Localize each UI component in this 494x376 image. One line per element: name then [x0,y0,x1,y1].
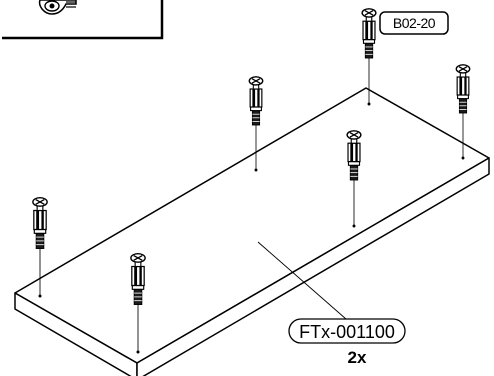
inset-fitting-icon [38,0,77,15]
hardware-code-label: B02-20 [393,15,436,31]
shelf-panel-icon [14,87,490,376]
part-callout: FTx-001100 2x [257,241,406,367]
detail-inset-box [2,0,164,40]
part-code-label: FTx-001100 [299,322,395,342]
hardware-callout: B02-20 [379,11,449,35]
quantity-label: 2x [348,348,367,367]
